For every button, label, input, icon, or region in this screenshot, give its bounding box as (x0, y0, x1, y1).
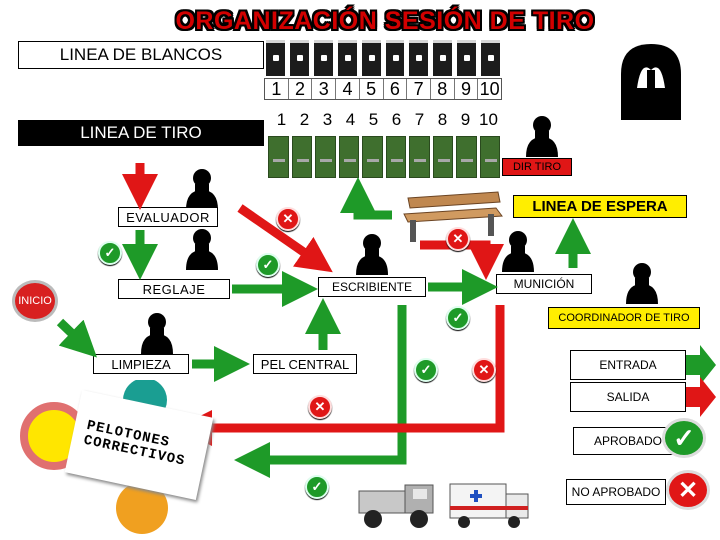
not-approved-icon: ✕ (446, 227, 470, 251)
approved-icon: ✓ (446, 306, 470, 330)
not-approved-icon: ✕ (276, 207, 300, 231)
legend-entrada: ENTRADA (570, 350, 686, 380)
legend-not-approved-icon: ✕ (666, 470, 710, 510)
legend-approved-icon: ✓ (662, 418, 706, 458)
approved-icon: ✓ (305, 475, 329, 499)
legend-salida: SALIDA (570, 382, 686, 412)
not-approved-icon: ✕ (308, 395, 332, 419)
not-approved-icon: ✕ (472, 358, 496, 382)
legend-salida-arrow (686, 375, 718, 419)
truck-icon (355, 475, 440, 531)
approved-icon: ✓ (414, 358, 438, 382)
approved-icon: ✓ (98, 241, 122, 265)
ambulance-icon (448, 478, 532, 530)
approved-icon: ✓ (256, 253, 280, 277)
legend-no-aprobado: NO APROBADO (566, 479, 666, 505)
